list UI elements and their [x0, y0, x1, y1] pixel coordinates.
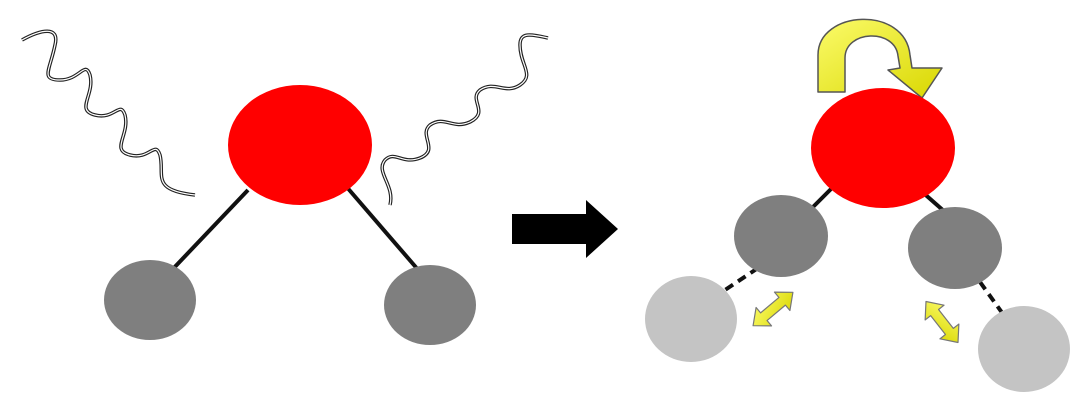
bond-right [343, 183, 422, 274]
center-atom [228, 85, 372, 205]
bond-left [168, 188, 250, 274]
incoming-wave-right-inner [381, 34, 549, 206]
outer-atom-left-light [645, 276, 737, 362]
outer-atom-right [384, 265, 476, 345]
mid-atom-left [734, 195, 828, 277]
mid-atom-right [908, 207, 1002, 289]
right-molecule [645, 18, 1070, 392]
transition-arrow-icon [512, 200, 618, 258]
left-molecule [21, 29, 549, 345]
vibration-arrow-right-icon [924, 300, 960, 344]
bond-mid-left-dashed [720, 266, 760, 294]
center-atom-excited [811, 88, 955, 208]
outer-atom-left [104, 260, 196, 340]
rotation-arrow-icon [817, 18, 943, 99]
incoming-wave-left-inner [21, 30, 196, 196]
incoming-wave-left [21, 29, 196, 197]
bond-mid-right-dashed [978, 280, 1005, 316]
outer-atom-right-light [978, 306, 1070, 392]
vibration-arrow-left-icon [752, 291, 794, 327]
